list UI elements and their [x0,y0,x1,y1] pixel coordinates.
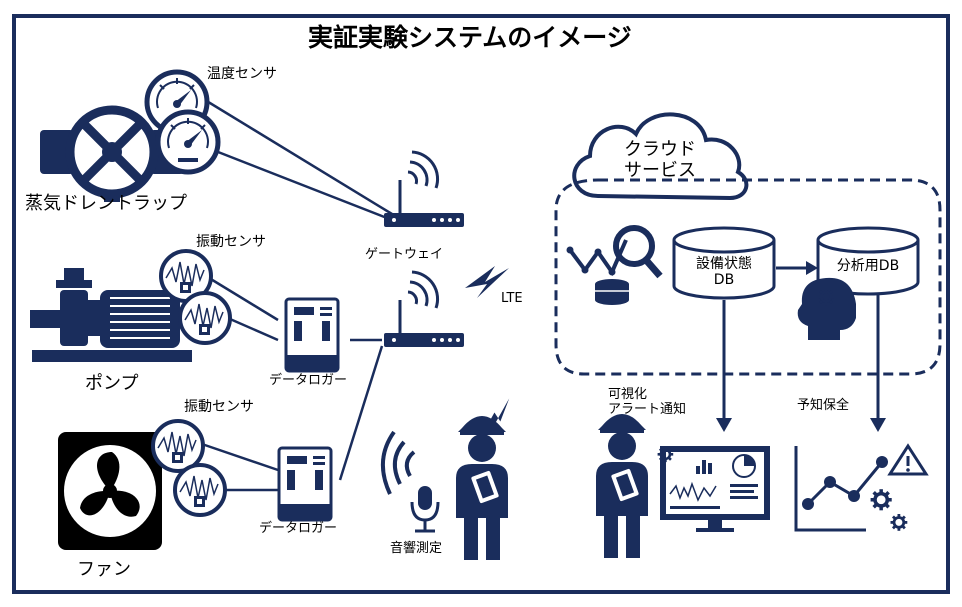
vibration-sensor-fan-icon [151,419,227,517]
cloud-label-line1: クラウド [624,139,696,160]
lte-label: LTE [501,291,523,306]
pump-icon [30,268,192,362]
visualization-label: 可視化 アラート通知 [608,387,687,418]
pump-label: ポンプ [85,373,139,394]
vibration-sensor-label: 振動センサ [196,234,266,250]
gear-icon [868,487,909,533]
steam-trap-label: 蒸気ドレントラップ [25,193,187,214]
worker-tablet-icon [455,415,509,561]
data-logger-fan-icon [277,446,333,522]
warning-icon [887,443,929,476]
connection-lines [195,98,393,492]
equipment-db-icon [672,226,776,300]
acoustic-measurement-label: 音響測定 [390,541,443,556]
equipment-db-label-line2: DB [713,272,735,289]
visualization-label-line2: アラート通知 [608,401,687,417]
outer-frame [12,14,950,594]
sound-wave-icon [380,430,416,495]
visualization-label-line1: 可視化 [608,387,648,402]
microphone-icon [410,486,440,533]
gateway-router-icon [382,150,466,229]
equipment-db-label-line1: 設備状態 [696,256,752,272]
analysis-db-label: 分析用DB [836,258,900,274]
router-icon [382,270,466,349]
predictive-maintenance-label: 予知保全 [797,398,850,413]
cloud-label: クラウド サービス [608,139,712,181]
analysis-db-icon [816,226,920,296]
data-logger-pump-label: データロガー [269,373,348,388]
data-logger-fan-label: データロガー [259,521,338,536]
predictive-chart-icon [794,446,888,532]
page-title: 実証実験システムのイメージ [308,23,632,52]
vibration-sensor-fan-label: 振動センサ [184,399,254,415]
cloud-label-line2: サービス [624,159,696,181]
dashboard-monitor-icon [656,445,770,532]
fan-label: ファン [77,559,131,580]
operator-icon [595,413,649,559]
cloud-service-boundary [554,178,942,376]
gateway-label: ゲートウェイ [365,247,444,262]
data-logger-pump-icon [284,297,340,373]
ai-head-icon [797,277,856,340]
cloud-icon [572,112,749,201]
temperature-sensor-label: 温度センサ [207,66,277,82]
analytics-icon [566,225,663,305]
fan-icon [58,432,162,550]
equipment-db-label: 設備状態 DB [674,256,774,288]
